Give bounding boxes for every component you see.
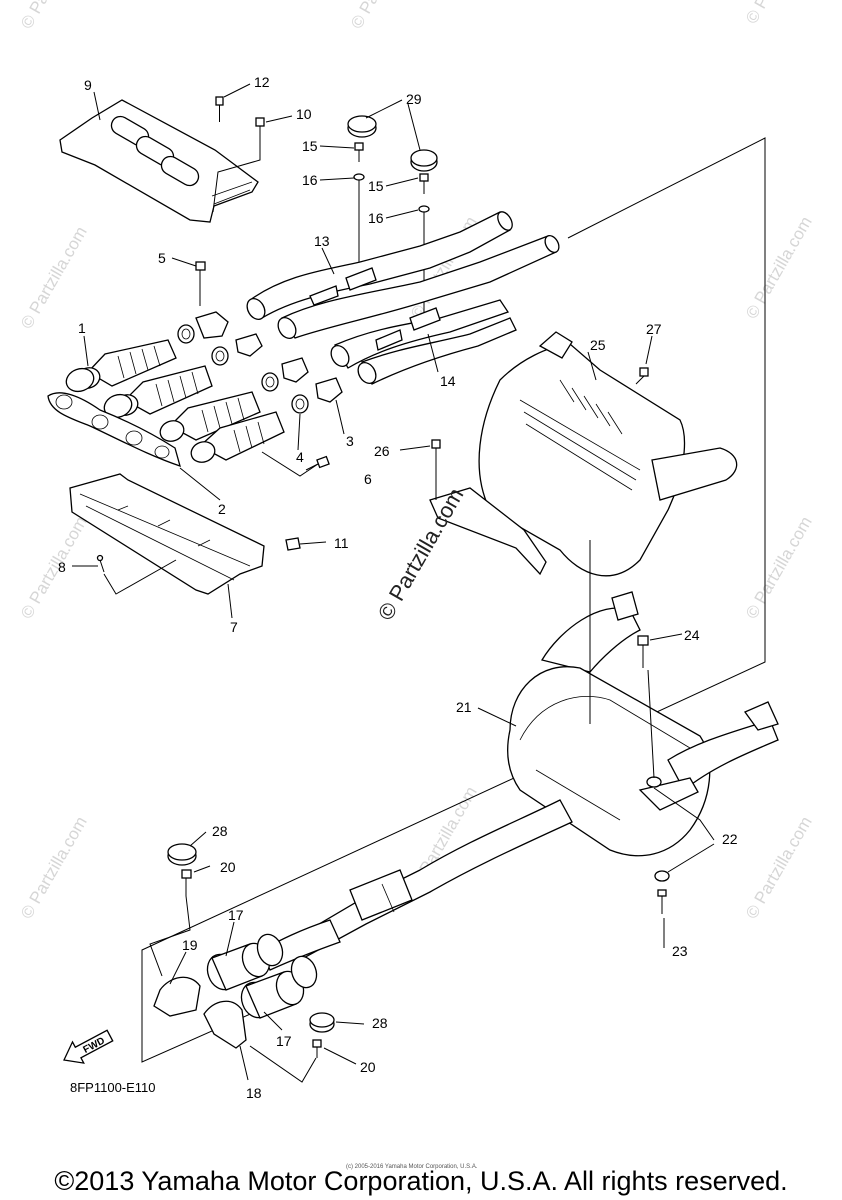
callout-24: 24 bbox=[684, 627, 700, 643]
callout-25: 25 bbox=[590, 337, 606, 353]
callout-13: 13 bbox=[314, 233, 330, 249]
bolt-15 bbox=[354, 142, 429, 194]
callout-29: 29 bbox=[406, 91, 422, 107]
screw-8 bbox=[96, 554, 105, 573]
callout-3: 3 bbox=[346, 433, 354, 449]
watermark-text: © Partzilla.com bbox=[347, 0, 421, 32]
callout-10: 10 bbox=[296, 106, 312, 122]
callout-14: 14 bbox=[440, 373, 456, 389]
sleeve-17 bbox=[206, 933, 318, 1019]
callout-20: 20 bbox=[220, 859, 236, 875]
callout-5: 5 bbox=[158, 250, 166, 266]
callout-19: 19 bbox=[182, 937, 198, 953]
callout-28: 28 bbox=[372, 1015, 388, 1031]
rubber-cap-29 bbox=[347, 115, 438, 172]
bolt-10 bbox=[255, 117, 265, 136]
watermark-text: © Partzilla.com bbox=[17, 0, 91, 32]
watermark-text: © Partzilla.com bbox=[17, 813, 91, 922]
callout-17: 17 bbox=[228, 907, 244, 923]
callout-6: 6 bbox=[364, 471, 372, 487]
watermark-text: © Partzilla.com bbox=[742, 213, 816, 322]
clamp-18 bbox=[203, 1000, 247, 1049]
watermark-text: © Partzilla.com bbox=[17, 513, 91, 622]
heat-shield-lower bbox=[69, 473, 265, 595]
callout-18: 18 bbox=[246, 1085, 262, 1101]
leader-lines bbox=[72, 83, 715, 1081]
collector-pipe bbox=[261, 799, 573, 971]
callout-4: 4 bbox=[296, 449, 304, 465]
bolt-24 bbox=[637, 635, 649, 668]
footer-copyright: ©2013 Yamaha Motor Corporation, U.S.A. A… bbox=[54, 1166, 787, 1196]
group-boundary-lines bbox=[141, 137, 766, 1063]
callout-26: 26 bbox=[374, 443, 390, 459]
callout-27: 27 bbox=[646, 321, 662, 337]
clamp-3 bbox=[195, 311, 343, 403]
washer-16 bbox=[353, 173, 430, 213]
watermark-text: © Partzilla.com bbox=[17, 223, 91, 332]
fwd-label: FWD bbox=[82, 1035, 107, 1055]
callout-15: 15 bbox=[368, 178, 384, 194]
watermark-text: © Partzilla.com bbox=[742, 813, 816, 922]
heat-shield-upper bbox=[59, 99, 259, 223]
grommet-22 bbox=[646, 776, 670, 882]
callout-11: 11 bbox=[334, 535, 349, 551]
callout-28: 28 bbox=[212, 823, 228, 839]
center-watermark: © Partzilla.com bbox=[373, 484, 469, 625]
clip-11 bbox=[285, 537, 301, 551]
callout-21: 21 bbox=[456, 699, 472, 715]
bolt-26 bbox=[431, 439, 441, 500]
callout-9: 9 bbox=[84, 77, 92, 93]
callout-16: 16 bbox=[302, 172, 318, 188]
bolt-6 bbox=[305, 455, 330, 471]
bolt-5 bbox=[195, 261, 206, 306]
bolt-12 bbox=[215, 96, 224, 122]
small-copyright-notice: (c) 2005-2016 Yamaha Motor Corporation, … bbox=[346, 1164, 478, 1170]
exhaust-pipe-14 bbox=[277, 234, 560, 385]
bracket-26 bbox=[429, 487, 547, 576]
callout-16: 16 bbox=[368, 210, 384, 226]
exhaust-manifold-1 bbox=[65, 339, 285, 463]
bolt-27 bbox=[635, 367, 649, 385]
muffler-assembly-25 bbox=[478, 331, 738, 577]
watermark-text: © Partzilla.com bbox=[742, 0, 816, 27]
diagram-code: 8FP1100-E110 bbox=[70, 1080, 156, 1095]
callout-8: 8 bbox=[58, 559, 66, 575]
watermark-text: © Partzilla.com bbox=[742, 513, 816, 622]
bolt-20 bbox=[181, 869, 322, 1058]
callout-20: 20 bbox=[360, 1059, 376, 1075]
callout-17: 17 bbox=[276, 1033, 292, 1049]
fwd-arrow-icon: FWD bbox=[63, 1029, 114, 1064]
callout-15: 15 bbox=[302, 138, 318, 154]
callout-1: 1 bbox=[78, 320, 86, 336]
gasket-4 bbox=[177, 324, 309, 414]
callout-12: 12 bbox=[254, 74, 270, 90]
callout-23: 23 bbox=[672, 943, 688, 959]
callout-22: 22 bbox=[722, 831, 738, 847]
bolt-23 bbox=[657, 889, 667, 914]
callout-7: 7 bbox=[230, 619, 238, 635]
rubber-cap-28 bbox=[167, 843, 335, 1033]
exhaust-pipe-13 bbox=[246, 211, 513, 320]
clamp-19 bbox=[153, 976, 201, 1017]
callout-labels: 9 12 10 29 15 16 15 16 13 5 1 14 3 4 6 2… bbox=[58, 74, 738, 1101]
callout-2: 2 bbox=[218, 501, 226, 517]
gasket-2 bbox=[47, 392, 181, 468]
